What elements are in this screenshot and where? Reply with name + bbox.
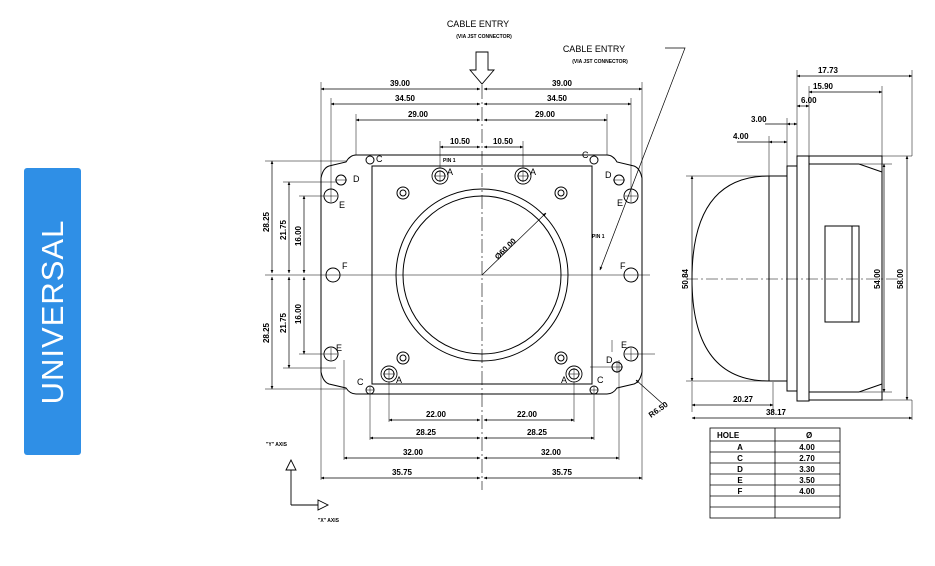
dim-top-right-10: 10.50 bbox=[493, 137, 514, 146]
cable-entry-arrow bbox=[469, 51, 495, 85]
hole-letter-e: E bbox=[621, 340, 627, 350]
dim-15-90: 15.90 bbox=[813, 82, 834, 91]
dim-left-2825-top: 28.25 bbox=[262, 211, 271, 232]
hole-table: HOLE Ø A 4.00 C 2.70 D 3.30 E 3.50 F 4.0… bbox=[709, 427, 841, 519]
cable-entry-top-title: CABLE ENTRY bbox=[447, 19, 509, 29]
dim-bot-32-l: 32.00 bbox=[403, 448, 424, 457]
dim-58-00: 58.00 bbox=[896, 268, 905, 289]
hole-letter-e: E bbox=[339, 200, 345, 210]
axis-indicator bbox=[285, 458, 330, 511]
pin1-side-label: PIN 1 bbox=[592, 234, 605, 240]
cable-entry-top-sub: (VIA JST CONNECTOR) bbox=[456, 34, 512, 40]
table-cell-dia: 4.00 bbox=[799, 487, 815, 496]
dim-3-00: 3.00 bbox=[751, 115, 767, 124]
table-cell-dia: 2.70 bbox=[799, 454, 815, 463]
side-dome bbox=[691, 175, 770, 382]
dim-20-27: 20.27 bbox=[733, 395, 754, 404]
dim-17-73: 17.73 bbox=[818, 66, 839, 75]
universal-badge: UNIVERSAL bbox=[24, 168, 81, 455]
hole-letter-d: D bbox=[605, 170, 612, 180]
hole-letters: A A A A C C C C D D D E E E E F F bbox=[336, 150, 627, 387]
dim-54-00: 54.00 bbox=[873, 268, 882, 289]
hole-letter-a: A bbox=[447, 167, 453, 177]
y-axis-label: "Y" AXIS bbox=[266, 442, 288, 448]
dim-50-84: 50.84 bbox=[681, 268, 690, 289]
table-header-hole: HOLE bbox=[717, 431, 740, 440]
dim-top-left-29: 29.00 bbox=[408, 110, 429, 119]
cable-entry-side-title: CABLE ENTRY bbox=[563, 44, 625, 54]
dim-4-00: 4.00 bbox=[733, 132, 749, 141]
dim-left-2175-bot: 21.75 bbox=[279, 312, 288, 333]
hole-letter-c: C bbox=[597, 375, 604, 385]
dim-top-left-10: 10.50 bbox=[450, 137, 471, 146]
pin1-top-label: PIN 1 bbox=[443, 158, 456, 164]
table-header-dia: Ø bbox=[806, 431, 812, 440]
table-cell-hole: E bbox=[737, 476, 743, 485]
dim-diameter: Ø60.00 bbox=[493, 236, 518, 261]
side-view bbox=[686, 70, 913, 420]
dim-bot-22-r: 22.00 bbox=[517, 410, 538, 419]
front-view bbox=[265, 47, 686, 490]
dim-left-1600-top: 16.00 bbox=[294, 225, 303, 246]
x-axis-label: "X" AXIS bbox=[318, 518, 340, 524]
dim-top-right-29: 29.00 bbox=[535, 110, 556, 119]
dim-left-2175-top: 21.75 bbox=[279, 219, 288, 240]
dim-left-2825-bot: 28.25 bbox=[262, 322, 271, 343]
dim-bot-3575-l: 35.75 bbox=[392, 468, 413, 477]
dim-bot-32-r: 32.00 bbox=[541, 448, 562, 457]
dim-top-right-34: 34.50 bbox=[547, 94, 568, 103]
cable-entry-side-sub: (VIA JST CONNECTOR) bbox=[572, 59, 628, 65]
hole-letter-c: C bbox=[582, 150, 589, 160]
hole-letter-f: F bbox=[342, 261, 348, 271]
hole-letter-a: A bbox=[561, 375, 567, 385]
hole-letter-e: E bbox=[617, 198, 623, 208]
table-rows: A 4.00 C 2.70 D 3.30 E 3.50 F 4.00 bbox=[737, 443, 815, 496]
dim-bot-2825-l: 28.25 bbox=[416, 428, 437, 437]
dim-bot-22-l: 22.00 bbox=[426, 410, 447, 419]
front-view-labels: CABLE ENTRY (VIA JST CONNECTOR) CABLE EN… bbox=[262, 19, 670, 477]
table-cell-hole: C bbox=[737, 454, 743, 463]
dim-top-right-39: 39.00 bbox=[552, 79, 573, 88]
dim-top-left-34: 34.50 bbox=[395, 94, 416, 103]
table-cell-dia: 3.50 bbox=[799, 476, 815, 485]
hole-letter-a: A bbox=[396, 375, 402, 385]
table-cell-dia: 4.00 bbox=[799, 443, 815, 452]
housing-outline bbox=[320, 154, 643, 395]
table-cell-hole: D bbox=[737, 465, 743, 474]
hole-letter-a: A bbox=[530, 167, 536, 177]
dim-left-1600-bot: 16.00 bbox=[294, 303, 303, 324]
dim-radius: R6.50 bbox=[647, 400, 670, 420]
table-cell-dia: 3.30 bbox=[799, 465, 815, 474]
dim-top-left-39: 39.00 bbox=[390, 79, 411, 88]
hole-letter-f: F bbox=[620, 261, 626, 271]
hole-letter-d: D bbox=[606, 355, 613, 365]
table-cell-hole: A bbox=[737, 443, 743, 452]
dim-bot-2825-r: 28.25 bbox=[527, 428, 548, 437]
hole-letter-c: C bbox=[376, 154, 383, 164]
hole-letter-c: C bbox=[357, 377, 364, 387]
hole-letter-e: E bbox=[336, 343, 342, 353]
table-cell-hole: F bbox=[738, 487, 743, 496]
hole-letter-d: D bbox=[353, 174, 360, 184]
dim-6-00: 6.00 bbox=[801, 96, 817, 105]
dim-38-17: 38.17 bbox=[766, 408, 787, 417]
dim-bot-3575-r: 35.75 bbox=[552, 468, 573, 477]
side-view-labels: 17.73 15.90 6.00 3.00 4.00 50.84 54.00 5… bbox=[681, 66, 905, 417]
